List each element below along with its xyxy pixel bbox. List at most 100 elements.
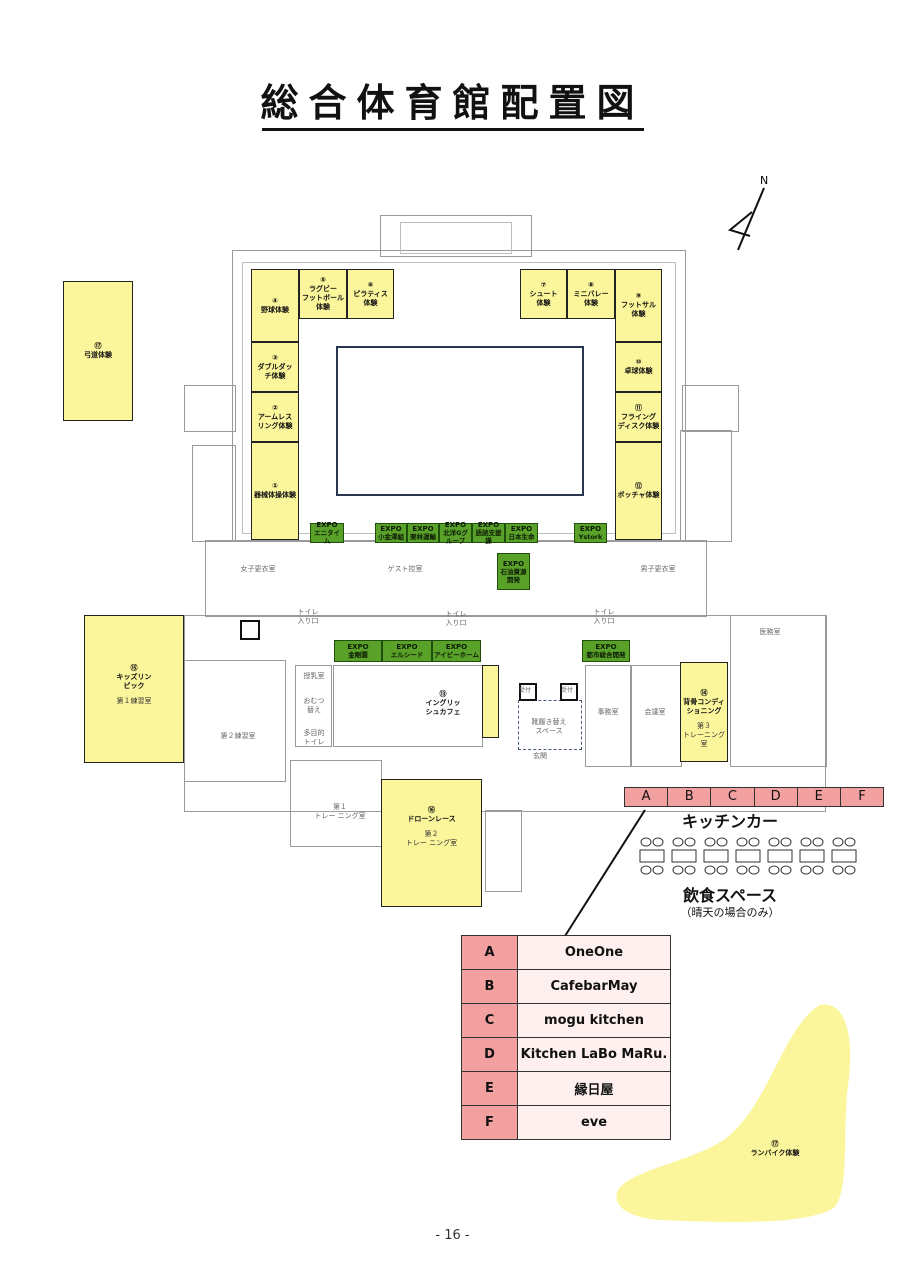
room-guest: ゲスト控室 xyxy=(387,565,423,573)
booth-16-drone-race[interactable]: ⑯ ドローンレース 第２ トレー ニング室 xyxy=(381,779,482,907)
expo-tag: EXPO xyxy=(316,521,338,529)
expo-name: アイビーホーム xyxy=(434,651,479,659)
booth-17-kyudo[interactable]: ⑰ 弓道体験 xyxy=(63,281,133,421)
runbike-area[interactable] xyxy=(610,995,860,1227)
expo-tag: EXPO xyxy=(595,643,617,651)
booth-14-spine-conditioning[interactable]: ⑭ 背骨コンディ ショニング 第３ トレーニング室 xyxy=(680,662,728,762)
pillar-square xyxy=(240,620,260,640)
booth-1-gymnastics[interactable]: ① 器械体操体験 xyxy=(251,442,299,540)
page-number: - 16 - xyxy=(435,1228,470,1243)
kitchen-car-slot-e[interactable]: E xyxy=(797,788,841,806)
booth-12-boccia[interactable]: ⑫ ボッチャ体験 xyxy=(615,442,662,540)
legend-key: D xyxy=(461,1037,518,1072)
legend-vendor: eve xyxy=(517,1105,671,1140)
booth-8-mini-volley[interactable]: ⑧ ミニバレー 体験 xyxy=(567,269,615,319)
kitchen-car-slot-a[interactable]: A xyxy=(625,788,669,806)
expo-tag: EXPO xyxy=(579,525,602,533)
booth-label: ラグビー フットボール 体験 xyxy=(302,285,344,311)
booth-label: 弓道体験 xyxy=(84,351,112,359)
booth-number: ④ xyxy=(272,296,278,305)
booth-label: キッズリン ピック xyxy=(116,673,152,690)
booth-10-table-tennis[interactable]: ⑩ 卓球体験 xyxy=(615,342,662,392)
room-practice-2: 第２練習室 xyxy=(220,732,256,740)
kitchen-car-slot-f[interactable]: F xyxy=(840,788,884,806)
booth-17-runbike[interactable]: ⑰ ランバイク体験 xyxy=(735,1135,815,1163)
booth-5-rugby[interactable]: ⑤ ラグビー フットボール 体験 xyxy=(299,269,347,319)
booth-label: 野球体験 xyxy=(261,305,289,314)
expo-name: Ystork xyxy=(578,533,603,541)
legend-vendor: Kitchen LaBo MaRu. xyxy=(517,1037,671,1072)
room-entrance: 玄関 xyxy=(533,752,547,760)
booth-label: ドローンレース xyxy=(407,815,456,823)
expo-tag: EXPO xyxy=(510,525,533,533)
room-toilet-2: トイレ 入り口 xyxy=(445,610,467,627)
room-nurse: 医務室 xyxy=(759,628,781,636)
room-mp-toilet: 多目的 トイレ xyxy=(303,729,325,746)
expo-tag: EXPO xyxy=(347,643,369,651)
booth-number: ③ xyxy=(272,353,278,362)
expo-tag: EXPO xyxy=(445,643,468,651)
expo-name: 都市総合開発 xyxy=(586,651,626,659)
booth-2-arm-wrestling[interactable]: ② アームレス リング体験 xyxy=(251,392,299,442)
booth-15-kids-lympic[interactable]: ⑮ キッズリン ピック 第１練習室 xyxy=(84,615,184,763)
room-meeting: 会議室 xyxy=(644,708,666,716)
expo-tag: EXPO xyxy=(412,525,434,533)
legend-key: F xyxy=(461,1105,518,1140)
lobby-band xyxy=(205,540,707,617)
pointer-line xyxy=(564,809,646,937)
expo-name: 日本生命 xyxy=(508,533,535,541)
booth-label: ピラティス 体験 xyxy=(353,289,388,307)
eating-table-set xyxy=(671,837,697,875)
kitchen-car-label: キッチンカー xyxy=(681,812,778,831)
booth-label: 卓球体験 xyxy=(624,367,653,375)
room-nursing: 授乳室 xyxy=(303,672,325,680)
booth-number: ⑭ xyxy=(700,689,708,697)
booth-number: ⑰ xyxy=(94,342,102,350)
room-toilet-3: トイレ 入り口 xyxy=(593,608,615,625)
booth-4-baseball[interactable]: ④ 野球体験 xyxy=(251,269,299,342)
kitchen-car-slot-b[interactable]: B xyxy=(668,788,712,806)
expo-tag: EXPO xyxy=(380,525,402,533)
expo-name: 北洋Gグループ xyxy=(443,529,468,545)
booth-9-futsal[interactable]: ⑨ フットサル 体験 xyxy=(615,269,662,342)
expo-name: エルシード xyxy=(390,651,424,659)
booth-6-pilates[interactable]: ⑥ ピラティス 体験 xyxy=(347,269,394,319)
nursing-area xyxy=(295,665,332,747)
booth-label: アームレス リング体験 xyxy=(257,412,293,430)
title-underline xyxy=(262,128,644,131)
kitchen-car-slot-d[interactable]: D xyxy=(754,788,798,806)
booth-3-double-dutch[interactable]: ③ ダブルダッ チ体験 xyxy=(251,342,299,392)
booth-11-flying-disc[interactable]: ⑪ フライング ディスク体験 xyxy=(615,392,662,442)
booth-13-english-cafe[interactable]: ⑬ イングリッ シュカフェ xyxy=(406,688,480,718)
office-wall xyxy=(585,665,632,767)
room-training-1: 第１ トレー ニング室 xyxy=(314,803,366,820)
legend-vendor: OneOne xyxy=(517,935,671,970)
kitchen-car-slot-c[interactable]: C xyxy=(711,788,755,806)
legend-vendor: mogu kitchen xyxy=(517,1003,671,1038)
booth-number: ⑦ xyxy=(540,280,547,289)
booth-label: ランバイク体験 xyxy=(750,1149,800,1157)
booth-room: 第１練習室 xyxy=(116,697,152,705)
changing-space-box xyxy=(518,700,582,750)
expo-tag: EXPO xyxy=(502,559,525,568)
booth-label: フットサル 体験 xyxy=(621,301,656,318)
booth-7-shoot[interactable]: ⑦ シュート 体験 xyxy=(520,269,567,319)
booth-number: ⑫ xyxy=(635,482,642,490)
booth-room: 第３ トレーニング室 xyxy=(683,722,725,748)
room-office: 事務室 xyxy=(597,708,619,716)
booth-13-cafe-table[interactable] xyxy=(482,665,499,738)
